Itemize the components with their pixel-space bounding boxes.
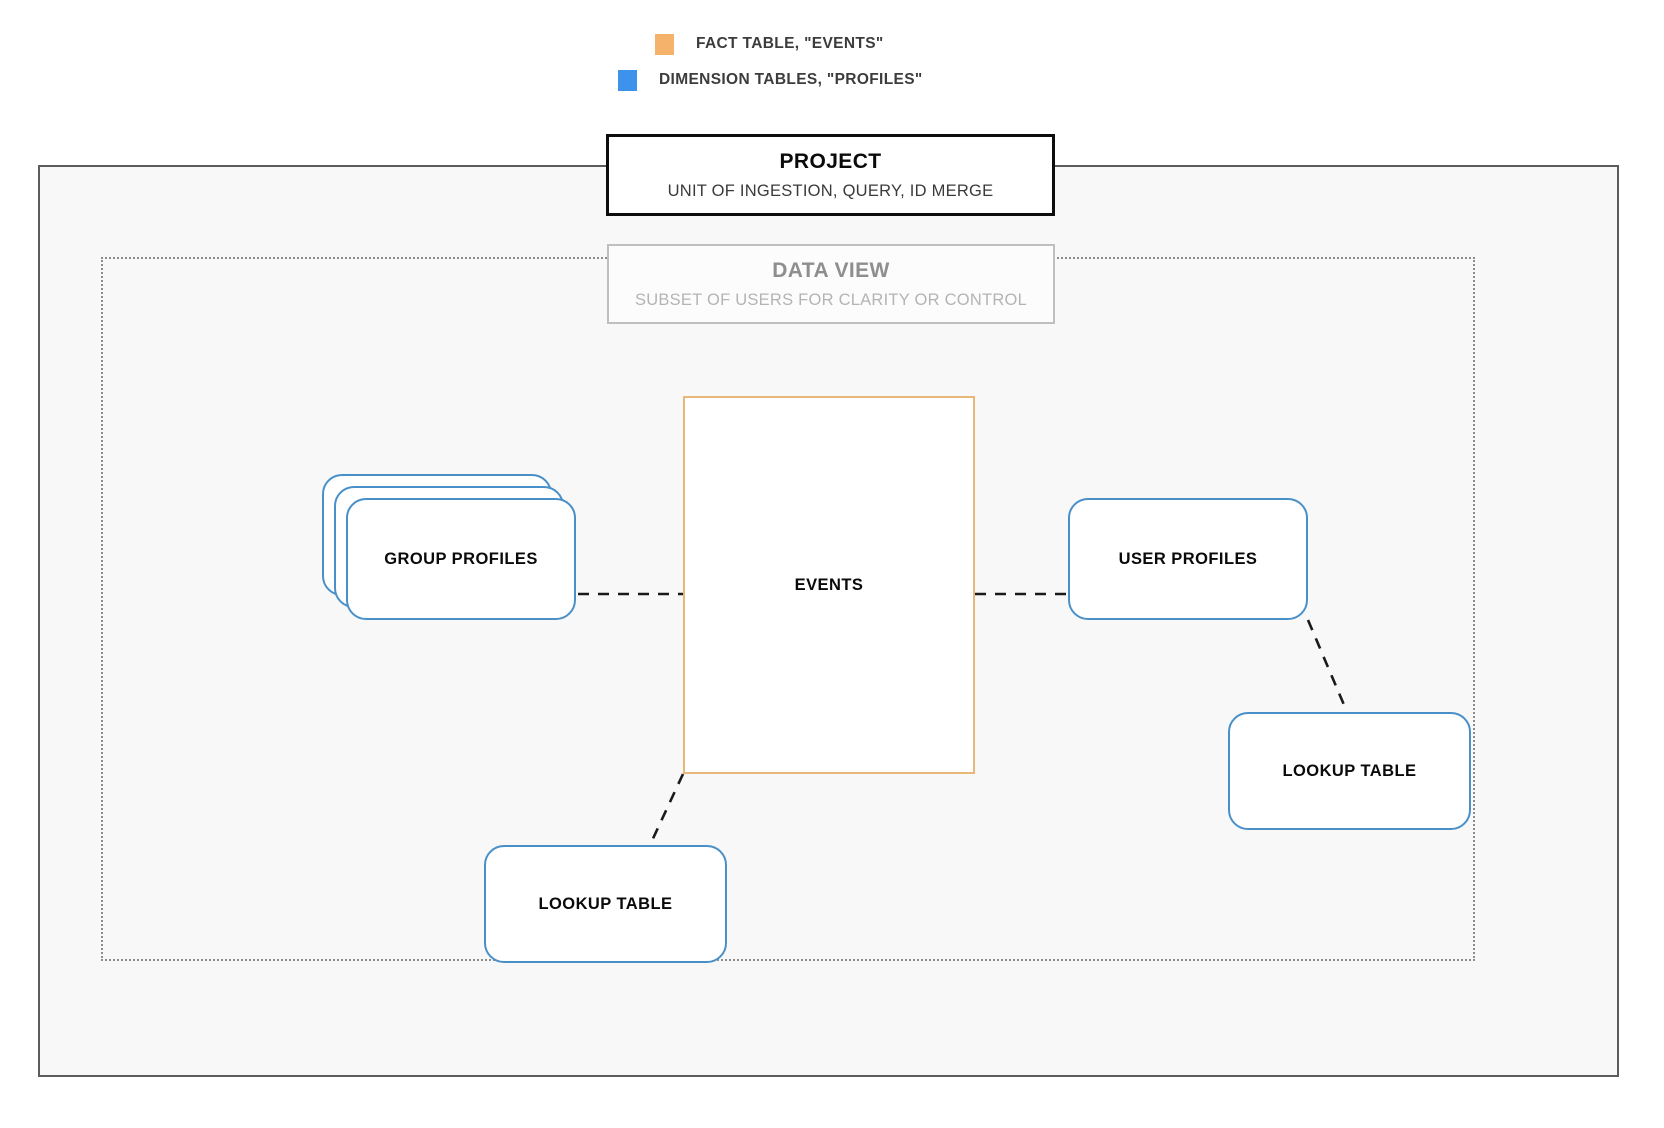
- orange-square-swatch: [655, 33, 674, 55]
- node-group-profiles[interactable]: GROUP PROFILES: [346, 498, 576, 620]
- node-events-label: EVENTS: [794, 575, 864, 594]
- node-user-profiles[interactable]: USER PROFILES: [1068, 498, 1308, 620]
- project-card: PROJECT UNIT OF INGESTION, QUERY, ID MER…: [606, 134, 1055, 216]
- project-card-subtitle: UNIT OF INGESTION, QUERY, ID MERGE: [667, 181, 994, 200]
- node-user-profiles-label: USER PROFILES: [1118, 549, 1258, 568]
- node-lookup-table-left-label: LOOKUP TABLE: [538, 894, 673, 913]
- legend-item-fact-table: FACT TABLE, "EVENTS": [0, 26, 1664, 62]
- node-lookup-table-right[interactable]: LOOKUP TABLE: [1228, 712, 1471, 830]
- data-view-card-subtitle: SUBSET OF USERS FOR CLARITY OR CONTROL: [634, 290, 1028, 309]
- legend: FACT TABLE, "EVENTS" DIMENSION TABLES, "…: [0, 26, 1664, 98]
- legend-label-fact-table: FACT TABLE, "EVENTS": [696, 35, 884, 52]
- node-lookup-table-right-label: LOOKUP TABLE: [1282, 761, 1417, 780]
- data-view-card: DATA VIEW SUBSET OF USERS FOR CLARITY OR…: [607, 244, 1055, 324]
- node-events[interactable]: EVENTS: [683, 396, 975, 774]
- legend-label-dimension-tables: DIMENSION TABLES, "PROFILES": [659, 71, 923, 88]
- legend-item-dimension-tables: DIMENSION TABLES, "PROFILES": [0, 62, 1664, 98]
- data-view-card-title: DATA VIEW: [772, 258, 890, 282]
- node-group-profiles-label: GROUP PROFILES: [384, 549, 538, 568]
- node-lookup-table-left[interactable]: LOOKUP TABLE: [484, 845, 727, 963]
- project-card-title: PROJECT: [779, 149, 882, 173]
- blue-square-swatch: [618, 69, 637, 91]
